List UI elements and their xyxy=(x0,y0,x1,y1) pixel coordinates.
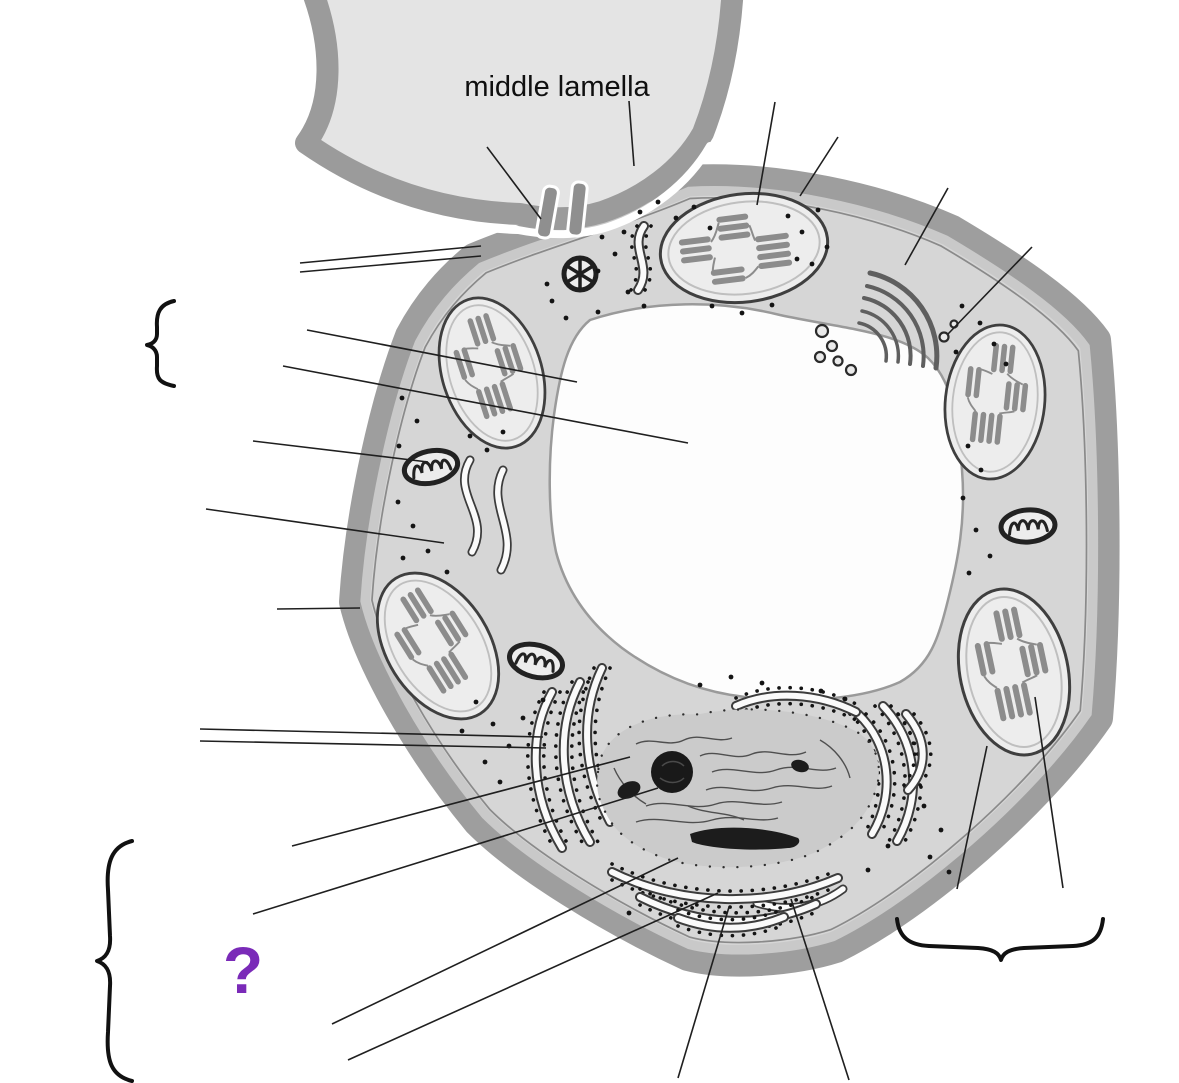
leader-line-wall-junction-2 xyxy=(299,255,482,273)
plasmodesmata xyxy=(535,180,589,240)
leader-line-membrane xyxy=(306,329,578,383)
leader-line-rough-er-2 xyxy=(199,740,547,749)
neighbor-cell-wall xyxy=(295,0,744,230)
central-vacuole xyxy=(548,303,965,702)
leader-line-vacuole xyxy=(282,365,689,444)
leader-line-nucleus-2 xyxy=(252,787,659,915)
neighbor-cell xyxy=(295,0,744,240)
leader-line-nucleus-1 xyxy=(291,756,631,847)
middle-lamella-label: middle lamella xyxy=(464,71,650,103)
brace-left-large xyxy=(95,839,134,1083)
leader-line-cytoplasm-top xyxy=(799,136,839,197)
nucleus xyxy=(597,709,879,867)
leader-line-chloroplast-top xyxy=(756,101,776,206)
peroxisome xyxy=(561,255,599,293)
leader-line-chloroplast-lr-1 xyxy=(956,745,988,890)
chromatin-patch xyxy=(791,759,809,773)
leader-line-nucleus-3 xyxy=(331,857,679,1025)
leader-line-chloroplast-lr-2 xyxy=(1034,696,1064,889)
leader-line-nucleus-4 xyxy=(347,892,719,1061)
leader-line-smooth-er-bottom xyxy=(790,898,850,1081)
chromatin xyxy=(613,736,851,824)
leader-line-vesicles xyxy=(947,246,1033,335)
mitochondrion-right xyxy=(1000,508,1056,544)
leader-line-cell-wall xyxy=(276,607,361,610)
leader-line-rough-er-1 xyxy=(199,728,544,738)
question-mark: ? xyxy=(223,933,263,1007)
brace-bottom-right xyxy=(895,917,1105,962)
leader-line-golgi xyxy=(904,187,949,266)
leader-line-smooth-er xyxy=(205,508,445,544)
leader-line-mitochondrion xyxy=(252,440,429,463)
leader-line-wall-junction-1 xyxy=(299,245,482,264)
nucleolus xyxy=(651,751,693,793)
brace-left-small xyxy=(145,299,176,388)
leader-line-middle-lamella-1 xyxy=(486,146,542,220)
ribosomes xyxy=(395,199,1009,916)
leader-line-er-bottom xyxy=(677,906,730,1079)
leader-line-middle-lamella-2 xyxy=(628,100,635,167)
chromatin-patch xyxy=(690,827,800,850)
leader-lines xyxy=(199,100,1064,1081)
